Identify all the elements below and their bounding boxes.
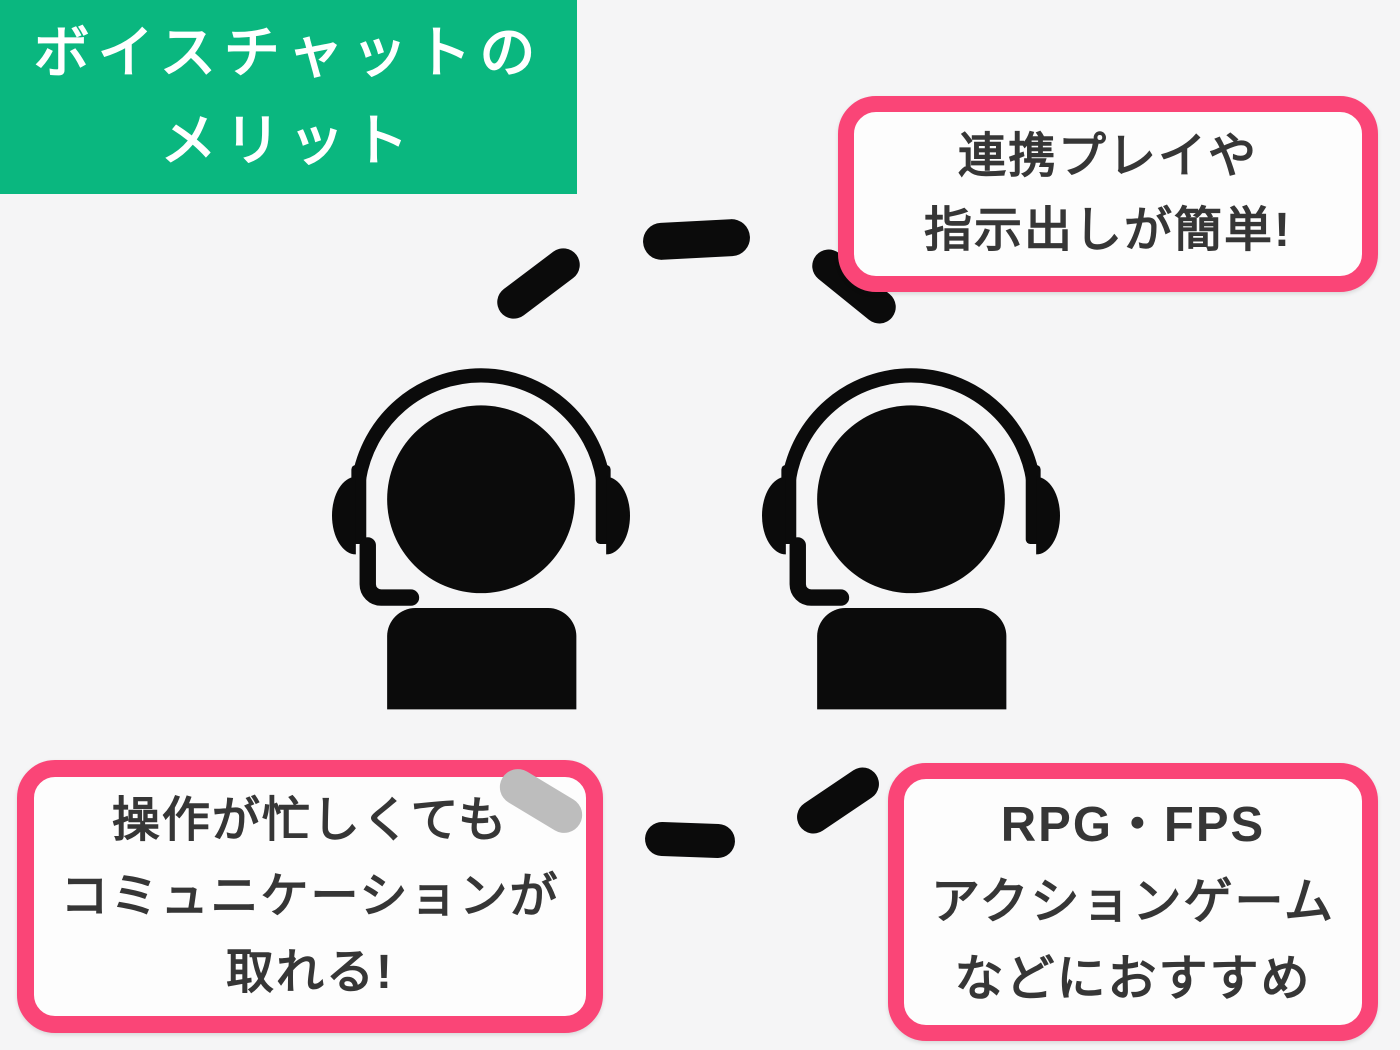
headset-person-icon <box>332 368 630 711</box>
dashed-circle-segment <box>644 821 736 859</box>
callout-line: 操作が忙しくても <box>111 793 509 847</box>
title-line-2: メリット <box>160 109 417 172</box>
dashed-circle-segment <box>642 218 751 261</box>
callout-communication: 操作が忙しくても コミュニケーションが 取れる! <box>17 760 603 1033</box>
dashed-circle-segment <box>790 761 886 840</box>
callout-line: RPG・FPS <box>1000 797 1266 852</box>
callout-coordination: 連携プレイや 指示出しが簡単! <box>838 96 1378 292</box>
callout-line: 連携プレイや <box>957 130 1258 183</box>
callout-line: アクションゲーム <box>930 874 1336 929</box>
callout-line: コミュニケーションが <box>60 869 560 923</box>
dashed-circle-segment <box>490 241 587 326</box>
callout-line: などにおすすめ <box>954 951 1312 1006</box>
callout-line: 取れる! <box>226 945 394 999</box>
headset-person-icon <box>762 368 1060 711</box>
callout-line: 指示出しが簡単! <box>924 204 1292 257</box>
title-banner: ボイスチャットの メリット <box>0 0 577 194</box>
callout-game-genres: RPG・FPS アクションゲーム などにおすすめ <box>888 763 1378 1041</box>
title-line-1: ボイスチャットの <box>33 21 544 84</box>
